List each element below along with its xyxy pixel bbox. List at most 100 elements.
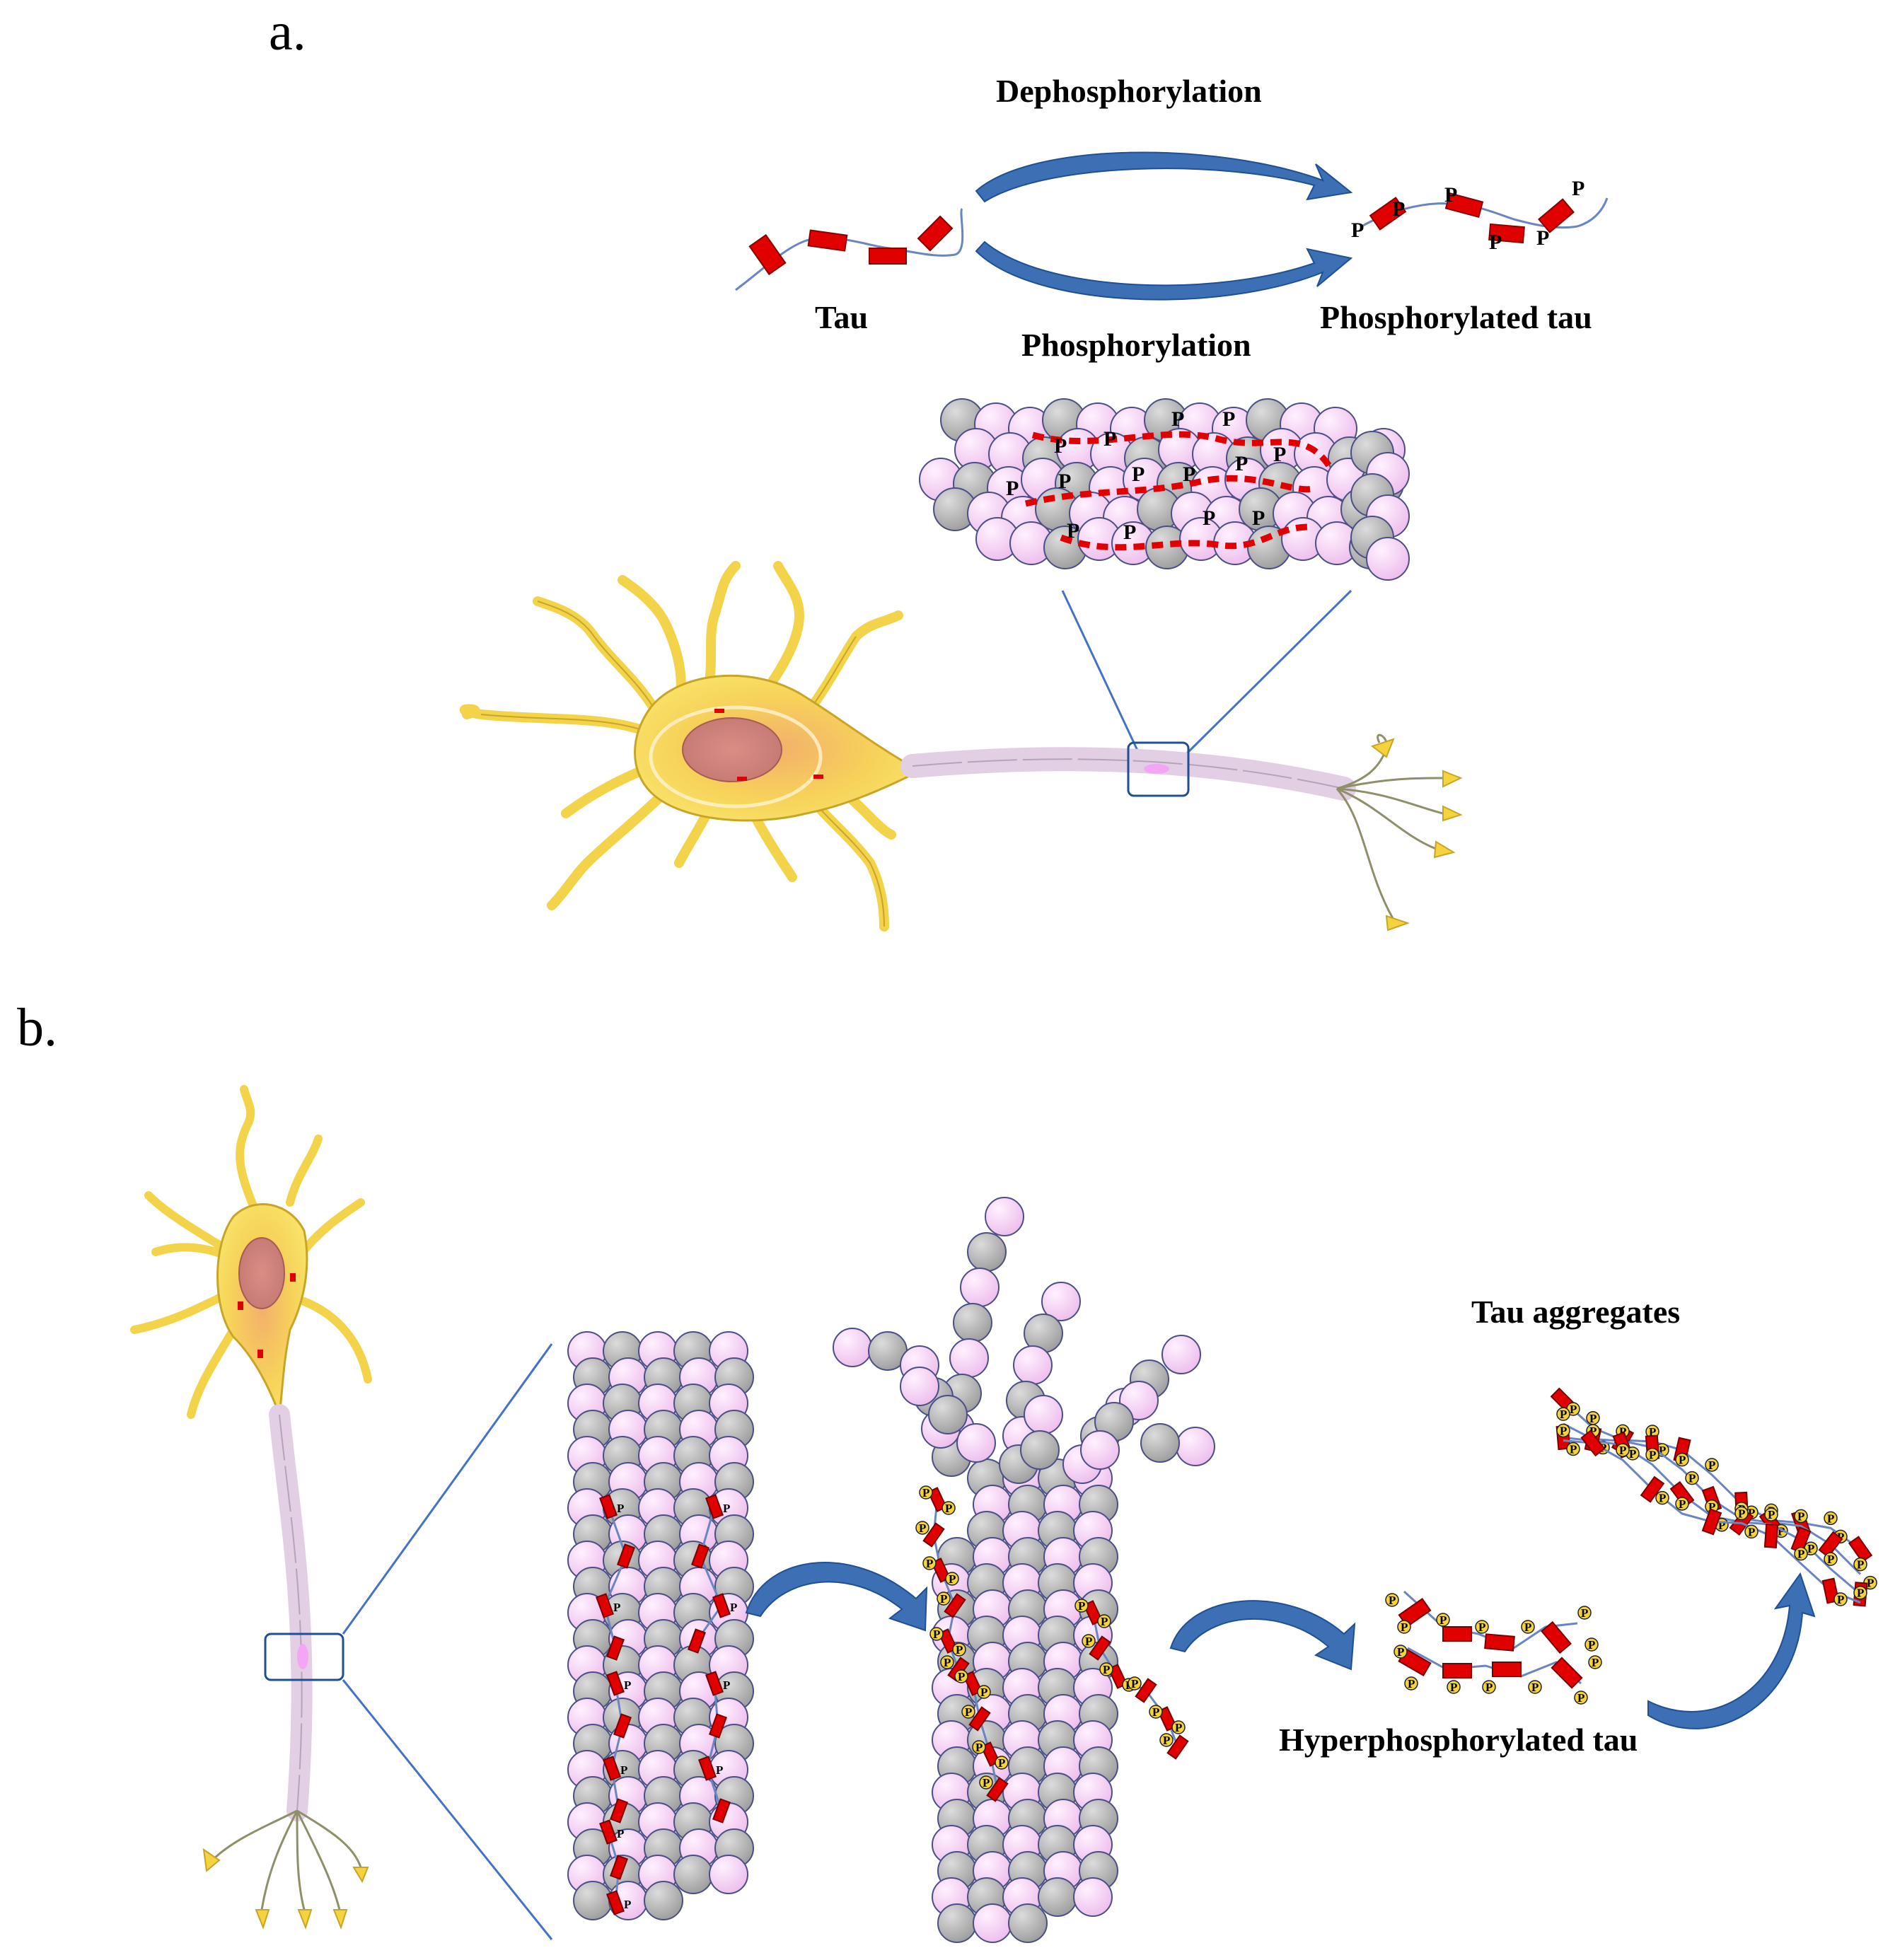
alpha-tubulin xyxy=(1013,1345,1053,1385)
beta-tubulin xyxy=(953,1303,992,1343)
phosphate-group: P xyxy=(937,1591,951,1606)
tau-domain xyxy=(712,1798,731,1823)
svg-text:P: P xyxy=(1867,1577,1874,1590)
phosphate-group: P xyxy=(1566,1442,1580,1456)
tau-domain xyxy=(691,1543,709,1569)
tau-domain xyxy=(1538,198,1575,233)
phosphate-marker: P xyxy=(1123,521,1136,544)
phosphate-group: P xyxy=(1655,1490,1669,1505)
phosphate-group: P xyxy=(1159,1733,1174,1747)
beta-tubulin xyxy=(937,1903,977,1943)
svg-text:P: P xyxy=(1408,1677,1415,1691)
phosphate-marker: P xyxy=(1183,463,1195,486)
phosphate-marker: P xyxy=(617,1827,624,1840)
tau-domain xyxy=(617,1543,635,1569)
phosphate-marker: P xyxy=(617,1502,624,1515)
svg-text:P: P xyxy=(1827,1553,1834,1566)
phosphate-group: P xyxy=(1824,1511,1838,1525)
tau-in-soma xyxy=(290,1273,296,1282)
tau-domain xyxy=(599,1819,618,1845)
tau-domain xyxy=(613,1713,632,1739)
svg-text:P: P xyxy=(1649,1425,1656,1439)
tau-domain xyxy=(709,1713,727,1739)
phosphate-group: P xyxy=(977,1685,991,1699)
phosphate-group: P xyxy=(1521,1620,1535,1634)
tau-domain xyxy=(1082,1600,1103,1625)
svg-text:P: P xyxy=(945,1502,952,1515)
alpha-tubulin xyxy=(1161,1335,1201,1374)
svg-text:P: P xyxy=(1581,1606,1588,1620)
process-arrow xyxy=(745,1562,928,1632)
disassembling-microtubule xyxy=(833,1197,1215,1943)
tau-domain xyxy=(968,1706,991,1732)
alpha-tubulin xyxy=(1080,1430,1120,1470)
alpha-tubulin xyxy=(1041,1282,1081,1321)
process-arrow xyxy=(1169,1600,1356,1671)
tau-domain xyxy=(937,1628,958,1654)
alpha-tubulin xyxy=(956,1423,996,1463)
svg-text:P: P xyxy=(1619,1444,1626,1457)
svg-text:P: P xyxy=(1531,1681,1539,1694)
svg-text:P: P xyxy=(1131,1677,1138,1691)
svg-text:P: P xyxy=(1401,1620,1408,1634)
svg-text:P: P xyxy=(1748,1525,1755,1538)
phosphate-marker: P xyxy=(1252,506,1265,530)
axon xyxy=(269,1404,313,1821)
phosphate-marker: P xyxy=(624,1678,631,1692)
phosphate-marker: P xyxy=(723,1502,730,1515)
svg-text:P: P xyxy=(998,1756,1005,1770)
svg-text:P: P xyxy=(1797,1548,1804,1561)
phosphate-group: P xyxy=(1128,1676,1142,1691)
tau-domain xyxy=(596,1593,614,1618)
alpha-tubulin xyxy=(1176,1427,1215,1466)
dephosphorylation-arrow xyxy=(975,151,1353,203)
phosphate-group: P xyxy=(1744,1524,1759,1538)
phosphate-group: P xyxy=(1394,1645,1408,1659)
phosphate-marker: P xyxy=(1392,197,1405,221)
tau-in-soma xyxy=(238,1301,243,1310)
svg-text:P: P xyxy=(1797,1509,1804,1523)
svg-text:P: P xyxy=(1629,1447,1636,1461)
phosphate-marker: P xyxy=(1058,470,1071,493)
svg-text:P: P xyxy=(1101,1615,1108,1628)
tau-domain xyxy=(705,1671,724,1696)
tau-domain xyxy=(1818,1531,1843,1558)
tau-protein xyxy=(735,207,964,291)
tau-domain xyxy=(1089,1635,1111,1661)
tau-in-soma xyxy=(737,777,747,781)
zoom-lines xyxy=(342,1343,553,1940)
svg-text:P: P xyxy=(926,1557,933,1570)
phosphate-group: P xyxy=(1645,1447,1659,1462)
tau-domain xyxy=(1369,197,1407,231)
phosphate-group: P xyxy=(1574,1691,1588,1705)
phosphate-group: P xyxy=(1764,1507,1778,1521)
tau-domain xyxy=(1157,1706,1178,1732)
svg-text:P: P xyxy=(1688,1472,1696,1485)
phosphate-group: P xyxy=(1404,1676,1418,1691)
tau-domain xyxy=(1488,223,1525,244)
tau-domain xyxy=(606,1890,625,1915)
svg-text:P: P xyxy=(1450,1681,1457,1694)
phosphate-marker: P xyxy=(730,1601,737,1614)
svg-text:P: P xyxy=(1778,1524,1785,1538)
tau-domain xyxy=(610,1855,628,1880)
svg-text:P: P xyxy=(1085,1635,1092,1648)
svg-text:P: P xyxy=(1649,1449,1656,1462)
svg-text:P: P xyxy=(1659,1444,1666,1457)
phosphate-marker: P xyxy=(1572,177,1584,200)
tau-domain xyxy=(1701,1508,1722,1536)
tau-label: Tau xyxy=(815,299,868,335)
tau-domain xyxy=(688,1628,706,1654)
tau-domain xyxy=(748,233,787,276)
phosphate-marker: P xyxy=(1203,506,1215,530)
phosphate-group: P xyxy=(961,1705,975,1719)
svg-text:P: P xyxy=(1857,1587,1864,1600)
alpha-tubulin xyxy=(1024,1395,1063,1434)
svg-text:P: P xyxy=(1524,1620,1531,1634)
phosphate-marker: P xyxy=(1103,427,1116,451)
axon xyxy=(900,747,1356,801)
phosphate-group: P xyxy=(1482,1680,1496,1694)
svg-text:P: P xyxy=(949,1572,956,1586)
